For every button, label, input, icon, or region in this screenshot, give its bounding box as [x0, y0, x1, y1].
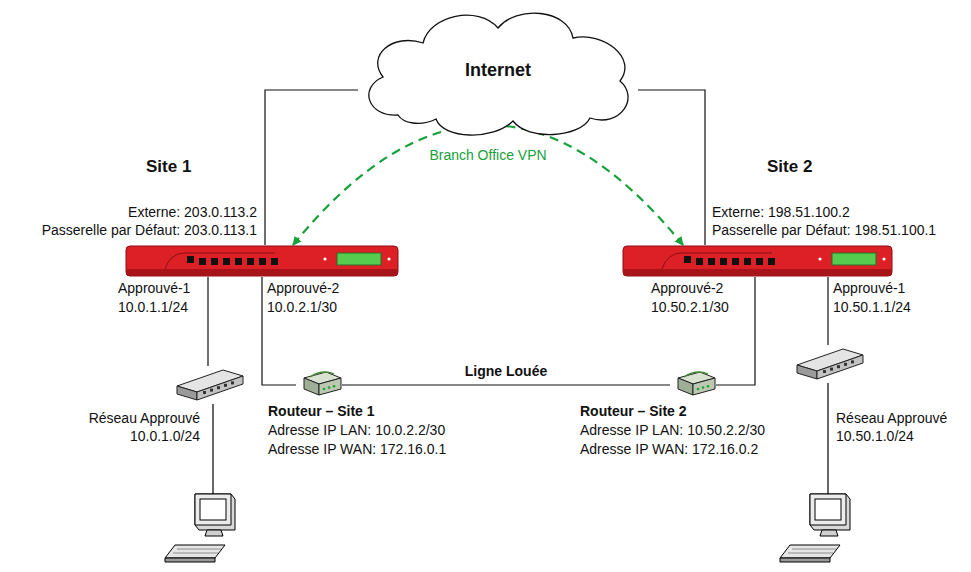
internet-cloud: Internet [358, 3, 638, 141]
switch-icon: Réseau Approuvé 10.50.1.0/24 [795, 345, 865, 383]
node-text: Adresse IP WAN: 172.16.0.2 [580, 440, 758, 458]
node-text: Site 1 [146, 158, 191, 176]
port-label: Approuvé-2 10.50.2.1/30 [651, 279, 729, 317]
router-icon: Routeur – Site 1Adresse IP LAN: 10.0.2.2… [296, 370, 342, 397]
firewall-site-1: Site 1Externe: 203.0.113.2Passerelle par… [125, 245, 400, 277]
node-text: Adresse IP LAN: 10.0.2.2/30 [268, 421, 445, 439]
router-icon-shape [670, 370, 716, 397]
node-text: Externe: 198.51.100.2 [712, 203, 850, 221]
pc-wires [213, 383, 828, 494]
node-text: Adresse IP WAN: 172.16.0.1 [268, 440, 446, 458]
router-icon: Routeur – Site 2Adresse IP LAN: 10.50.2.… [670, 370, 716, 397]
node-text: Passerelle par Défaut: 203.0.113.1 [42, 221, 257, 239]
node-text: Externe: 203.0.113.2 [128, 203, 257, 221]
router-icon-shape [296, 370, 342, 397]
network-link [342, 384, 670, 385]
network-link [638, 90, 705, 245]
network-link [207, 277, 208, 366]
node-text: Réseau Approuvé 10.0.1.0/24 [60, 409, 200, 445]
node-text: Site 2 [767, 158, 812, 176]
pc-icon [165, 494, 235, 562]
firewall-site-2: Site 2Externe: 198.51.100.2Passerelle pa… [622, 245, 894, 277]
firewall-site-2-shape [622, 245, 894, 277]
node-text: Passerelle par Défaut: 198.51.100.1 [712, 221, 936, 239]
node-text: Adresse IP LAN: 10.50.2.2/30 [580, 421, 765, 439]
vpn-tunnel [293, 125, 683, 245]
pc-icon [780, 494, 850, 562]
port-label: Approuvé-1 10.50.1.1/24 [833, 279, 911, 317]
link-label: Ligne Louée [463, 362, 549, 380]
switch-icon: Réseau Approuvé 10.0.1.0/24 [175, 366, 245, 404]
network-link [827, 277, 828, 345]
node-text: Routeur – Site 2 [580, 402, 687, 420]
switch-icon-shape [795, 345, 865, 383]
network-link [265, 90, 358, 245]
switch-icon-shape [175, 366, 245, 404]
firewall-site-1-shape [125, 245, 400, 277]
node-text: Réseau Approuvé 10.50.1.0/24 [836, 409, 971, 445]
node-text: Routeur – Site 1 [268, 402, 375, 420]
port-label: Approuvé-1 10.0.1.1/24 [118, 279, 190, 317]
vpn-label: Branch Office VPN [427, 146, 548, 164]
port-label: Approuvé-2 10.0.2.1/30 [267, 279, 339, 317]
node-text: Internet [465, 61, 531, 79]
